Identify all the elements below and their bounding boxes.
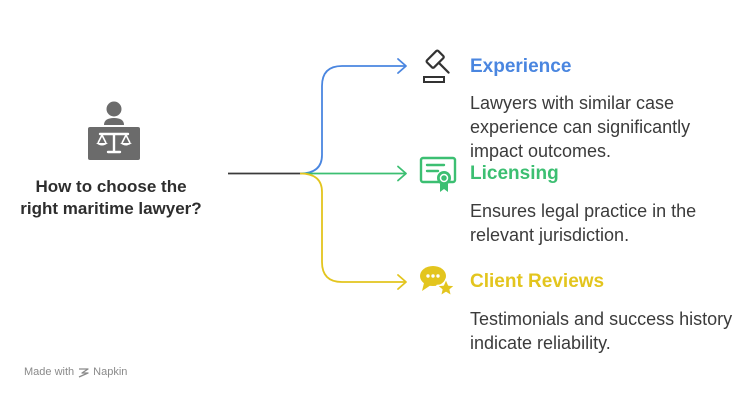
experience-description: Lawyers with similar case experience can… — [470, 93, 691, 161]
licensing-arrowhead — [397, 165, 407, 182]
licensing-description: Ensures legal practice in the relevant j… — [470, 201, 697, 245]
client-reviews-connector — [299, 172, 405, 283]
made-with-napkin-footer: Made with Napkin — [24, 366, 127, 378]
gavel-icon — [423, 49, 450, 83]
lawyer-scales-icon — [88, 101, 140, 160]
client-reviews-description: Testimonials and success history indicat… — [470, 309, 733, 353]
made-with-label: Made with — [24, 366, 75, 378]
experience-title: Experience — [470, 56, 572, 77]
root-question: How to choose the right maritime lawyer? — [20, 177, 202, 218]
napkin-brand-label: Napkin — [93, 366, 128, 378]
review-star-icon — [420, 266, 456, 297]
experience-arrowhead — [397, 58, 407, 74]
napkin-logo-icon — [78, 367, 89, 378]
client-reviews-arrowhead — [397, 274, 407, 290]
client-reviews-title: Client Reviews — [470, 271, 605, 292]
licensing-title: Licensing — [470, 163, 559, 184]
experience-connector — [299, 65, 405, 175]
certificate-icon — [419, 156, 457, 192]
